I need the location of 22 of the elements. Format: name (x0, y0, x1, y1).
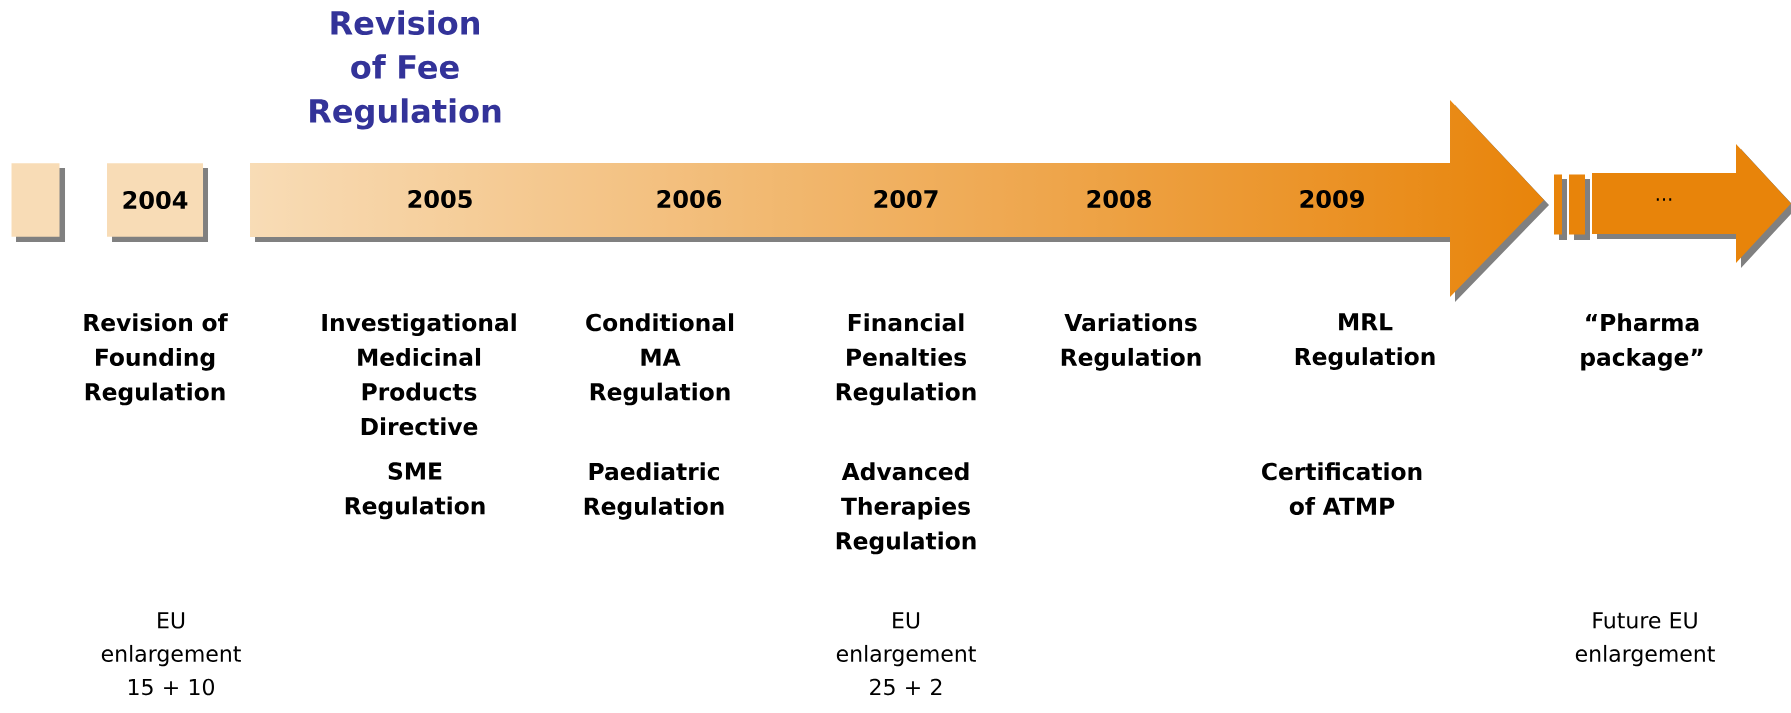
regulation-label: Certification of ATMP (1262, 462, 1422, 515)
timeline-arrow (250, 100, 1549, 302)
bar (1569, 174, 1590, 240)
regulation-label: Paediatric Regulation (584, 462, 724, 520)
empty-box (11, 163, 65, 242)
bar (1554, 174, 1567, 240)
timeline-arrow (1592, 144, 1791, 268)
note: EU enlargement 15 + 10 (101, 612, 241, 696)
year-box: 2004 (107, 163, 208, 242)
note: Future EU enlargement (1575, 612, 1715, 667)
regulation-label: SME Regulation (345, 462, 485, 520)
regulation-label: Advanced Therapies Regulation (836, 462, 976, 555)
year-label: 2007 (874, 189, 938, 209)
note: EU enlargement 25 + 2 (836, 612, 976, 696)
year-label: 2006 (657, 189, 722, 209)
regulation-label: Revision of Founding Regulation (84, 313, 228, 406)
regulation-label: “Pharma package” (1581, 313, 1703, 371)
heading: Revision of Fee Regulation (310, 10, 501, 130)
year-label: 2008 (1087, 189, 1151, 209)
ellipsis: … (1656, 198, 1672, 201)
year-label: 2005 (408, 189, 472, 209)
year-label: 2009 (1300, 189, 1364, 209)
